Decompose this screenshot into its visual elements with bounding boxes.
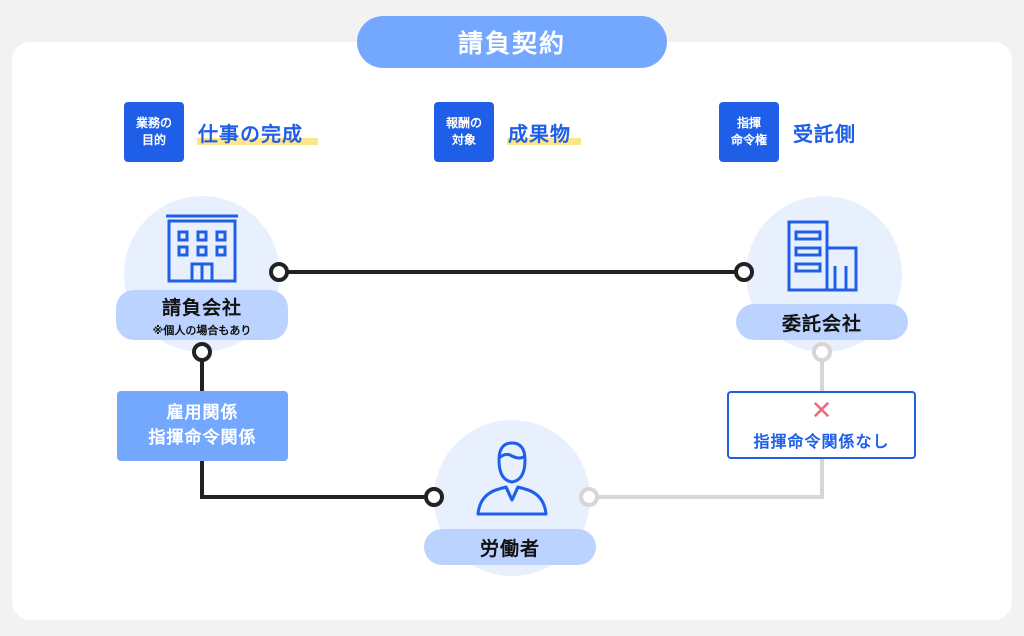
employment-line-end-dot	[424, 487, 444, 507]
contractor-label: 請負会社	[161, 296, 242, 319]
worker-label: 労働者	[479, 537, 540, 560]
no-command-line-end-dot	[579, 487, 599, 507]
client-pill: 委託会社	[736, 304, 908, 340]
badge-remuneration: 報酬の 対象	[434, 102, 494, 162]
employment-relation-box: 雇用関係 指揮命令関係	[117, 391, 288, 461]
employment-line-start-dot	[192, 342, 212, 362]
person-icon	[476, 441, 548, 516]
value-command: 受託側	[793, 122, 856, 146]
contractor-pill: 請負会社 ※個人の場合もあり	[116, 290, 288, 340]
no-command-line-start-dot	[812, 342, 832, 362]
worker-pill: 労働者	[424, 529, 596, 565]
office-building-icon	[787, 220, 858, 292]
no-command-relation-box: ✕ 指揮命令関係なし	[727, 391, 916, 459]
value-purpose: 仕事の完成	[198, 122, 303, 146]
badge-command: 指揮 命令権	[719, 102, 779, 162]
employment-relation-line1: 雇用関係	[166, 402, 239, 423]
badge-remuneration-line1: 報酬の	[445, 115, 482, 130]
badge-remuneration-line2: 対象	[451, 133, 476, 147]
badge-command-line1: 指揮	[736, 115, 761, 130]
employment-relation-line2: 指揮命令関係	[148, 428, 257, 448]
highlight-purpose	[197, 138, 318, 145]
cross-icon: ✕	[810, 396, 833, 426]
badge-command-line2: 命令権	[730, 133, 767, 147]
contract-line-start-dot	[269, 262, 289, 282]
value-remuneration: 成果物	[508, 122, 571, 146]
badge-purpose-line2: 目的	[141, 133, 166, 147]
badge-purpose-line1: 業務の	[135, 115, 172, 130]
badge-purpose: 業務の 目的	[124, 102, 184, 162]
contractor-note: ※個人の場合もあり	[152, 323, 252, 337]
building-icon	[166, 214, 238, 283]
client-label: 委託会社	[781, 312, 862, 335]
highlight-remuneration	[507, 138, 581, 145]
contract-line-end-dot	[734, 262, 754, 282]
page-title: 請負契約	[357, 16, 667, 68]
no-command-relation-label: 指揮命令関係なし	[753, 432, 890, 451]
